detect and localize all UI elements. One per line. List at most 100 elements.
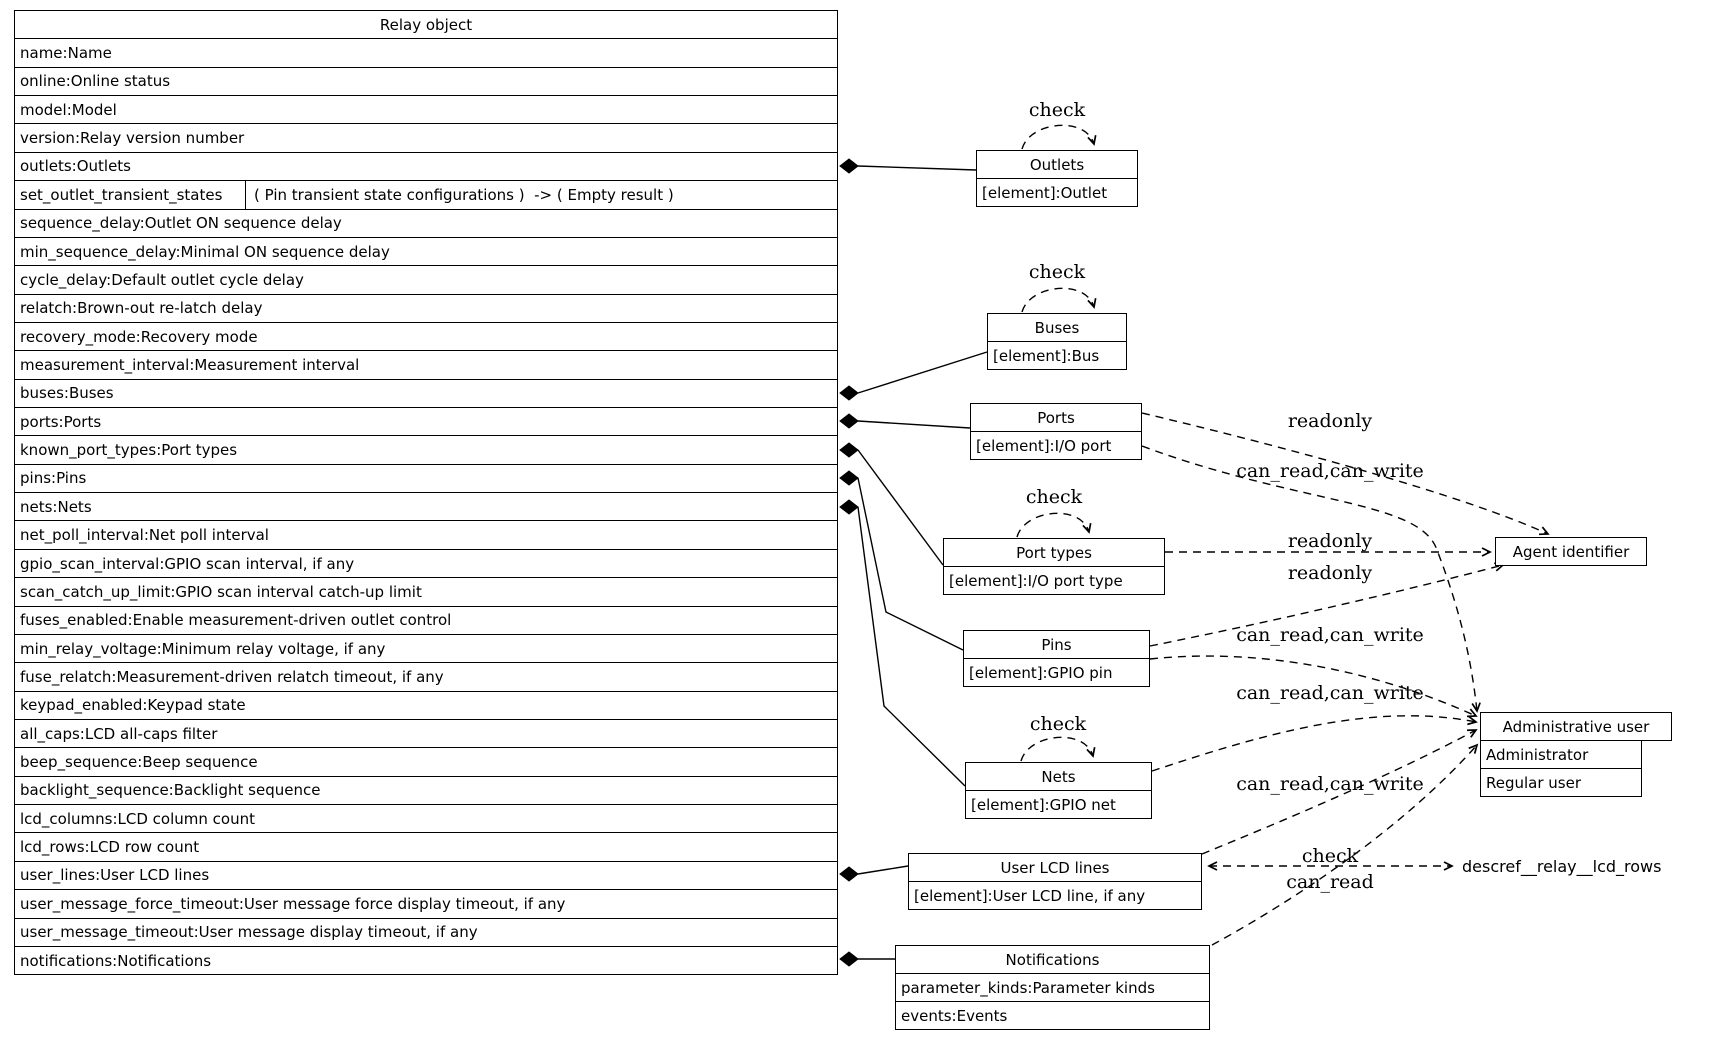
- edge-label-can-read-can-write: can_read,can_write: [1236, 773, 1424, 795]
- pins-node: Pins [element]:GPIO pin: [963, 630, 1150, 687]
- relay-field-row: ports:Ports: [15, 407, 837, 435]
- edge-ports-agent-readonly: [1141, 412, 1550, 536]
- relay-field-row: online:Online status: [15, 66, 837, 95]
- notifications-node-row: events:Events: [896, 1001, 1209, 1029]
- port-types-node-title: Port types: [1016, 543, 1092, 562]
- edge-nets-composition: [857, 506, 966, 787]
- relay-field-row: beep_sequence:Beep sequence: [15, 747, 837, 775]
- relay-field-row: backlight_sequence:Backlight sequence: [15, 775, 837, 804]
- relay-field-row: net_poll_interval:Net poll interval: [15, 520, 837, 548]
- notifications-node-row: parameter_kinds:Parameter kinds: [896, 973, 1209, 1001]
- relay-field-row: scan_catch_up_limit:GPIO scan interval c…: [15, 577, 837, 605]
- method-name-cell: set_outlet_transient_states: [15, 181, 246, 209]
- edge-port-types-check-loop: [1016, 512, 1092, 538]
- edge-label-check: check: [1028, 99, 1086, 121]
- diamond-pins: [839, 470, 859, 486]
- edge-outlets-composition: [857, 165, 977, 171]
- diamond-user-lines: [839, 866, 859, 882]
- edge-label-readonly: readonly: [1287, 530, 1373, 552]
- relay-table-title: Relay object: [379, 15, 473, 34]
- pins-node-element: [element]:GPIO pin: [964, 658, 1149, 686]
- relay-field-row: lcd_columns:LCD column count: [15, 804, 837, 832]
- edge-buses-check-loop: [1021, 287, 1097, 313]
- relay-method-row: set_outlet_transient_states ( Pin transi…: [15, 180, 837, 209]
- port-types-node: Port types [element]:I/O port type: [943, 538, 1165, 595]
- relay-field-row: min_relay_voltage:Minimum relay voltage,…: [15, 633, 837, 662]
- relay-field-row: nets:Nets: [15, 492, 837, 520]
- diamond-buses: [839, 385, 859, 401]
- administrative-user-node: Administrative user: [1480, 712, 1672, 741]
- relay-field-row: user_message_force_timeout:User message …: [15, 889, 837, 917]
- relay-field-row: relatch:Brown-out re-latch delay: [15, 293, 837, 322]
- nets-node-element: [element]:GPIO net: [966, 790, 1151, 818]
- edge-outlets-check-loop: [1021, 124, 1097, 150]
- edge-label-can-read: can_read: [1286, 871, 1374, 893]
- diamond-outlets: [839, 158, 859, 174]
- diamond-nets: [839, 499, 859, 515]
- edge-ports-composition: [857, 420, 971, 429]
- edge-port-types-composition: [857, 449, 944, 566]
- edge-buses-composition: [857, 351, 988, 394]
- relay-field-row: lcd_rows:LCD row count: [15, 832, 837, 860]
- relay-field-row: outlets:Outlets: [15, 151, 837, 180]
- edge-label-can-read-can-write: can_read,can_write: [1236, 624, 1424, 646]
- relay-field-row: fuses_enabled:Enable measurement-driven …: [15, 605, 837, 634]
- user-lcd-lines-node: User LCD lines [element]:User LCD line, …: [908, 853, 1202, 910]
- diamond-port-types: [839, 442, 859, 458]
- edge-label-can-read-can-write: can_read,can_write: [1236, 460, 1424, 482]
- edge-label-readonly: readonly: [1287, 410, 1373, 432]
- relay-field-row: cycle_delay:Default outlet cycle delay: [15, 265, 837, 293]
- edge-user-lcd-admin-rw: [1201, 729, 1478, 855]
- outlets-node-element: [element]:Outlet: [977, 178, 1137, 206]
- edge-label-check: check: [1028, 261, 1086, 283]
- edge-label-check: check: [1301, 845, 1359, 867]
- port-types-node-element: [element]:I/O port type: [944, 566, 1164, 594]
- relay-field-row: fuse_relatch:Measurement-driven relatch …: [15, 662, 837, 690]
- relay-field-row: measurement_interval:Measurement interva…: [15, 350, 837, 378]
- administrative-user-roles: Administrator Regular user: [1480, 740, 1642, 797]
- descref-lcd-rows-text: descref__relay__lcd_rows: [1462, 857, 1662, 876]
- relay-object-table: Relay object name:Name online:Online sta…: [14, 10, 838, 975]
- relay-field-row: user_lines:User LCD lines: [15, 860, 837, 889]
- relay-field-row: user_message_timeout:User message displa…: [15, 917, 837, 946]
- relay-field-row: min_sequence_delay:Minimal ON sequence d…: [15, 236, 837, 265]
- edge-pins-admin-rw: [1149, 655, 1478, 718]
- relay-field-row: recovery_mode:Recovery mode: [15, 321, 837, 350]
- ports-node-title: Ports: [1037, 408, 1075, 427]
- outlets-node-title: Outlets: [1029, 155, 1085, 174]
- edge-label-can-read-can-write: can_read,can_write: [1236, 682, 1424, 704]
- pins-node-title: Pins: [1041, 635, 1072, 654]
- edge-label-readonly: readonly: [1287, 562, 1373, 584]
- notifications-node-title: Notifications: [1005, 950, 1100, 969]
- ports-node: Ports [element]:I/O port: [970, 403, 1142, 460]
- edge-nets-admin-rw: [1151, 715, 1478, 772]
- relay-field-row: keypad_enabled:Keypad state: [15, 690, 837, 719]
- relay-field-row: version:Relay version number: [15, 123, 837, 151]
- edge-label-check: check: [1025, 486, 1083, 508]
- relay-field-row: all_caps:LCD all-caps filter: [15, 718, 837, 747]
- notifications-node: Notifications parameter_kinds:Parameter …: [895, 945, 1210, 1030]
- buses-node-element: [element]:Bus: [988, 341, 1126, 369]
- outlets-node: Outlets [element]:Outlet: [976, 150, 1138, 207]
- method-signature-cell: ( Pin transient state configurations ) -…: [254, 185, 674, 204]
- user-lcd-lines-node-element: [element]:User LCD line, if any: [909, 881, 1201, 909]
- administrative-user-role: Regular user: [1481, 768, 1641, 796]
- edge-user-lines-composition: [857, 865, 909, 875]
- nets-node: Nets [element]:GPIO net: [965, 762, 1152, 819]
- diamond-ports: [839, 413, 859, 429]
- administrative-user-title: Administrative user: [1502, 717, 1650, 736]
- relay-field-row: gpio_scan_interval:GPIO scan interval, i…: [15, 548, 837, 577]
- nets-node-title: Nets: [1041, 767, 1076, 786]
- relay-field-row: known_port_types:Port types: [15, 435, 837, 463]
- edge-ports-admin-rw: [1141, 445, 1481, 713]
- relay-field-row: pins:Pins: [15, 463, 837, 492]
- administrative-user-role: Administrator: [1486, 745, 1589, 764]
- relay-field-row: name:Name: [15, 38, 837, 66]
- edge-pins-agent-readonly: [1149, 562, 1505, 647]
- agent-identifier-title: Agent identifier: [1512, 542, 1630, 561]
- buses-node: Buses [element]:Bus: [987, 313, 1127, 370]
- relay-field-row: sequence_delay:Outlet ON sequence delay: [15, 208, 837, 237]
- relay-field-row: model:Model: [15, 95, 837, 123]
